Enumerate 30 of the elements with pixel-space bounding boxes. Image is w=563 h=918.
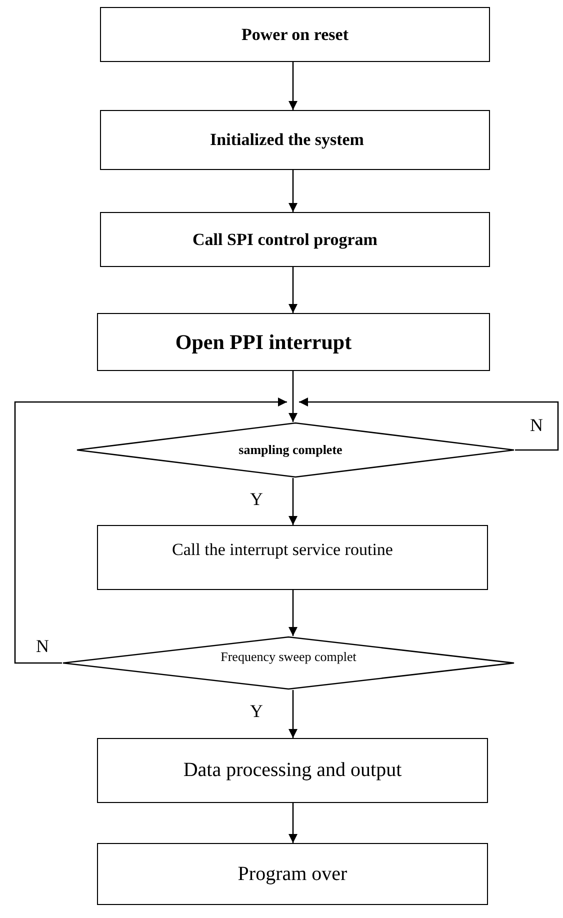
node-label: Power on reset bbox=[241, 24, 348, 44]
node-label: Initialized the system bbox=[210, 130, 364, 150]
arrow bbox=[288, 690, 298, 738]
node-label: Call SPI control program bbox=[192, 230, 378, 250]
process-box bbox=[100, 212, 490, 267]
arrow bbox=[288, 478, 298, 525]
edge-label: Y bbox=[248, 490, 265, 508]
process-box bbox=[97, 525, 488, 590]
node-label: Open PPI interrupt bbox=[175, 330, 352, 354]
process-box bbox=[97, 843, 488, 905]
process-box bbox=[100, 7, 490, 62]
node-label: Program over bbox=[238, 862, 348, 886]
process-box bbox=[97, 313, 490, 371]
arrow bbox=[14, 398, 287, 664]
arrow bbox=[288, 803, 298, 843]
arrow bbox=[299, 398, 559, 451]
node-label: Frequency sweep complet bbox=[220, 649, 356, 665]
node-label: sampling complete bbox=[238, 442, 342, 458]
arrow bbox=[288, 170, 298, 212]
node-label: Data processing and output bbox=[183, 759, 402, 782]
edge-label: Y bbox=[248, 702, 265, 720]
arrow bbox=[288, 590, 298, 636]
process-box bbox=[100, 110, 490, 170]
edge-label: N bbox=[34, 637, 51, 655]
edge-label: N bbox=[528, 416, 545, 434]
arrow bbox=[288, 62, 298, 110]
arrow bbox=[288, 371, 298, 422]
process-box bbox=[97, 738, 488, 803]
arrow bbox=[288, 267, 298, 313]
node-label: Call the interrupt service routine bbox=[172, 540, 393, 560]
